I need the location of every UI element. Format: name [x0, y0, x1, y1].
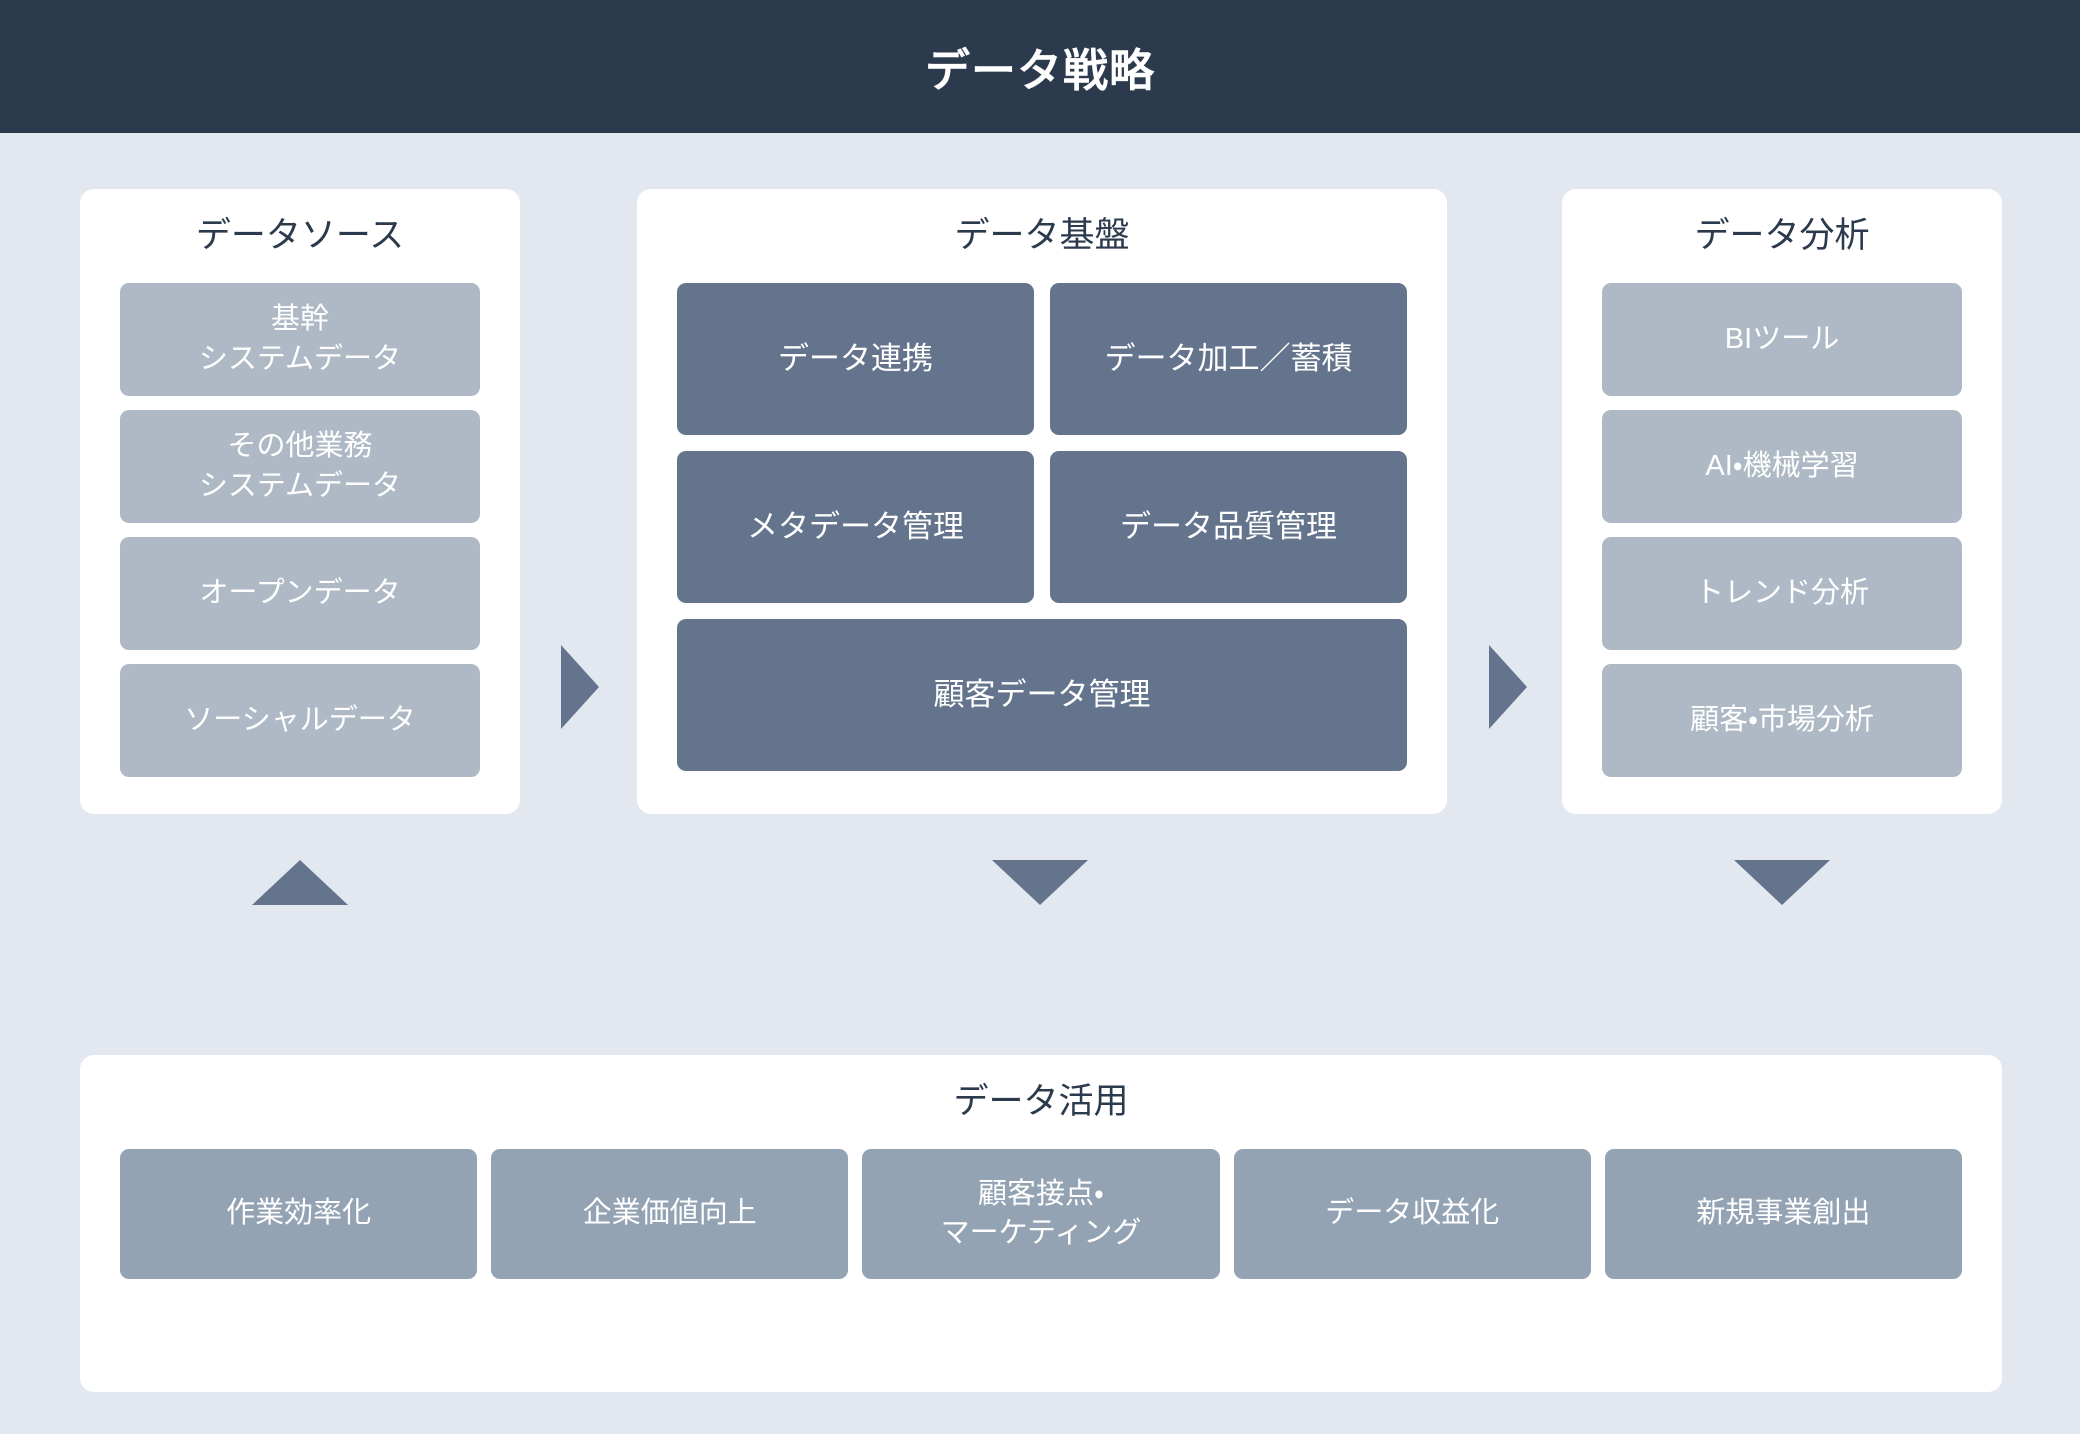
data-platform-tile-grid: データ連携 データ加工／蓄積 メタデータ管理 データ品質管理: [677, 283, 1407, 603]
tile-ai-machine-learning[interactable]: AI・機械学習: [1602, 410, 1962, 523]
tile-metadata-management[interactable]: メタデータ管理: [677, 451, 1034, 603]
tile-customer-touchpoint-marketing[interactable]: 顧客接点・ マーケティング: [862, 1149, 1220, 1279]
tile-label: メタデータ管理: [747, 509, 964, 545]
tile-corporate-value-improvement[interactable]: 企業価値向上: [491, 1149, 849, 1279]
panel-title-data-usage: データ活用: [953, 1082, 1129, 1121]
arrow-right-icon-source-to-platform: [561, 645, 599, 729]
tile-open-data[interactable]: オープンデータ: [120, 537, 480, 650]
data-analysis-tile-list: BIツール AI・機械学習 トレンド分析 顧客・市場分析: [1602, 283, 1962, 777]
arrow-up-icon-usage-to-source: [252, 860, 348, 905]
panel-title-data-platform: データ基盤: [954, 216, 1130, 255]
tile-social-data[interactable]: ソーシャルデータ: [120, 664, 480, 777]
panel-data-platform: データ基盤 データ連携 データ加工／蓄積 メタデータ管理 データ品質管理 顧客デ…: [637, 189, 1447, 814]
panel-data-source: データソース 基幹 システムデータ その他業務 システムデータ オープンデータ …: [80, 189, 520, 814]
tile-label: その他業務 システムデータ: [198, 430, 402, 502]
tile-other-business-system-data[interactable]: その他業務 システムデータ: [120, 410, 480, 523]
tile-label: 基幹 システムデータ: [198, 303, 402, 375]
panel-title-data-analysis: データ分析: [1694, 216, 1870, 255]
page-title: データ戦略: [924, 45, 1155, 96]
tile-label: 企業価値向上: [582, 1197, 757, 1230]
arrow-down-icon-platform-to-usage: [992, 860, 1088, 905]
tile-label: データ連携: [778, 341, 933, 377]
tile-label: 顧客データ管理: [933, 677, 1151, 713]
tile-label: データ品質管理: [1120, 509, 1337, 545]
tile-data-processing-storage[interactable]: データ加工／蓄積: [1050, 283, 1407, 435]
tile-trend-analysis[interactable]: トレンド分析: [1602, 537, 1962, 650]
tile-core-system-data[interactable]: 基幹 システムデータ: [120, 283, 480, 396]
tile-data-integration[interactable]: データ連携: [677, 283, 1034, 435]
panel-data-usage: データ活用 作業効率化 企業価値向上 顧客接点・ マーケティング データ収益化 …: [80, 1055, 2002, 1392]
tile-label: 顧客接点・ マーケティング: [940, 1177, 1142, 1249]
tile-label: AI・機械学習: [1705, 449, 1859, 482]
arrow-right-icon-platform-to-analysis: [1489, 645, 1527, 729]
data-source-tile-list: 基幹 システムデータ その他業務 システムデータ オープンデータ ソーシャルデー…: [120, 283, 480, 777]
data-usage-tile-row: 作業効率化 企業価値向上 顧客接点・ マーケティング データ収益化 新規事業創出: [120, 1149, 1962, 1279]
tile-label: 顧客・市場分析: [1690, 703, 1874, 736]
panel-data-analysis: データ分析 BIツール AI・機械学習 トレンド分析 顧客・市場分析: [1562, 189, 2002, 814]
tile-data-monetization[interactable]: データ収益化: [1233, 1149, 1591, 1279]
panel-title-data-source: データソース: [195, 216, 405, 255]
tile-data-quality-management[interactable]: データ品質管理: [1050, 451, 1407, 603]
tile-label: トレンド分析: [1694, 576, 1869, 609]
arrow-down-icon-analysis-to-usage: [1734, 860, 1830, 905]
tile-label: データ加工／蓄積: [1104, 341, 1353, 377]
tile-customer-data-management[interactable]: 顧客データ管理: [677, 619, 1407, 771]
tile-label: 新規事業創出: [1696, 1197, 1871, 1230]
tile-label: ソーシャルデータ: [184, 703, 416, 736]
tile-new-business-creation[interactable]: 新規事業創出: [1604, 1149, 1962, 1279]
tile-work-efficiency[interactable]: 作業効率化: [120, 1149, 478, 1279]
diagram-canvas: データソース 基幹 システムデータ その他業務 システムデータ オープンデータ …: [0, 133, 2080, 1434]
tile-label: オープンデータ: [199, 576, 401, 609]
tile-label: 作業効率化: [226, 1197, 372, 1230]
tile-label: データ収益化: [1325, 1197, 1500, 1230]
tile-customer-market-analysis[interactable]: 顧客・市場分析: [1602, 664, 1962, 777]
tile-label: BIツール: [1724, 322, 1840, 355]
diagram-header: データ戦略: [0, 0, 2080, 133]
tile-bi-tool[interactable]: BIツール: [1602, 283, 1962, 396]
